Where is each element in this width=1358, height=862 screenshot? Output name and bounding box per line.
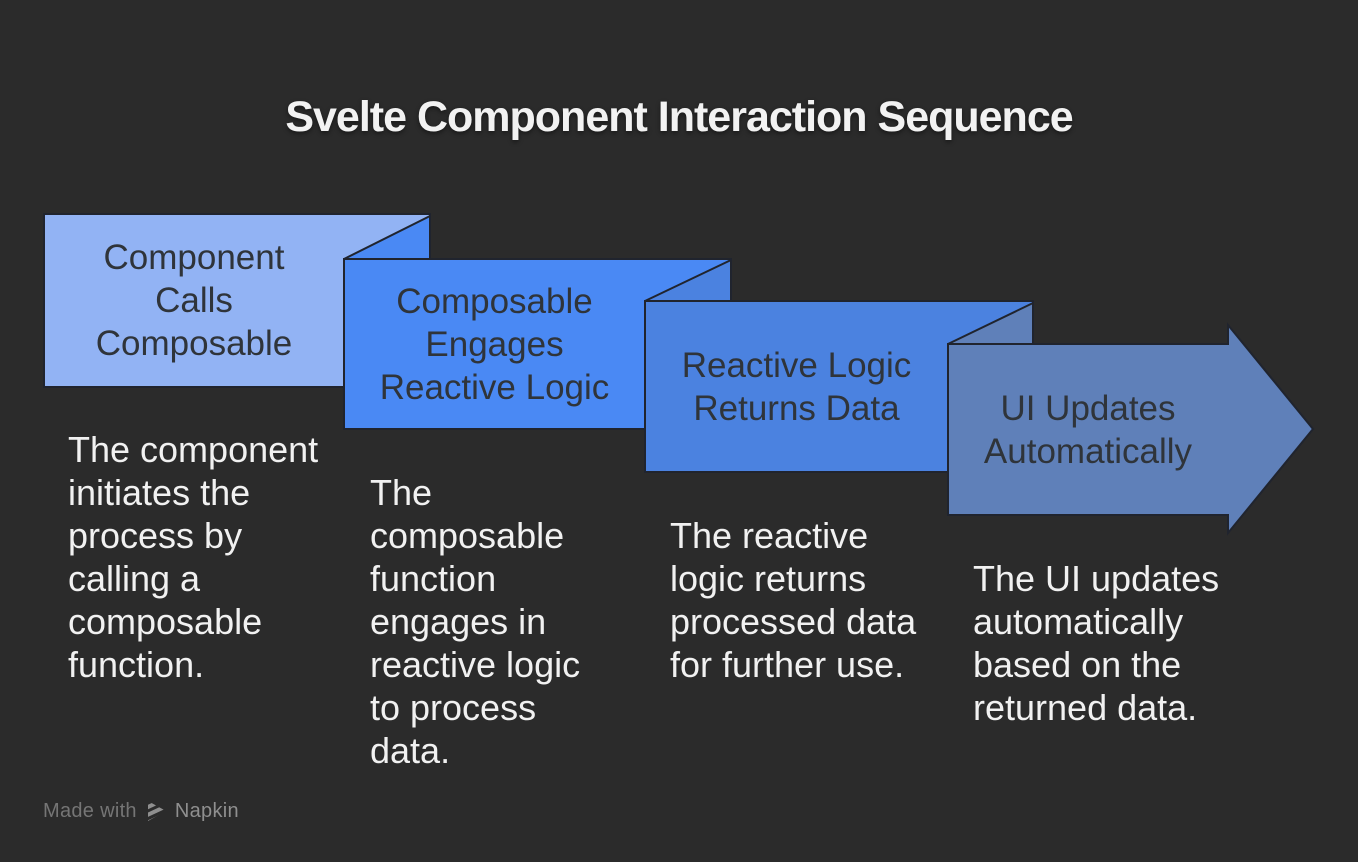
step-4-label: UI Updates Automatically (983, 388, 1193, 471)
made-with-label: Made with (43, 799, 137, 822)
step-1-description: The component initiates the process by c… (68, 429, 319, 685)
diagram-title: Svelte Component Interaction Sequence (285, 93, 1073, 141)
step-2-description: The composable function engages in react… (370, 472, 581, 771)
napkin-attribution: Made with Napkin (43, 799, 239, 823)
step-3-description: The reactive logic returns processed dat… (670, 515, 917, 685)
step-2-label: Composable Engages Reactive Logic (379, 281, 610, 407)
step-4-description: The UI updates automatically based on th… (973, 558, 1220, 728)
napkin-logo-icon (147, 801, 166, 821)
step-3-label: Reactive Logic Returns Data (681, 345, 912, 428)
napkin-brand-label: Napkin (174, 799, 239, 822)
step-4-arrow-shape (947, 322, 1315, 536)
step-1-label: Component Calls Composable (95, 238, 293, 363)
